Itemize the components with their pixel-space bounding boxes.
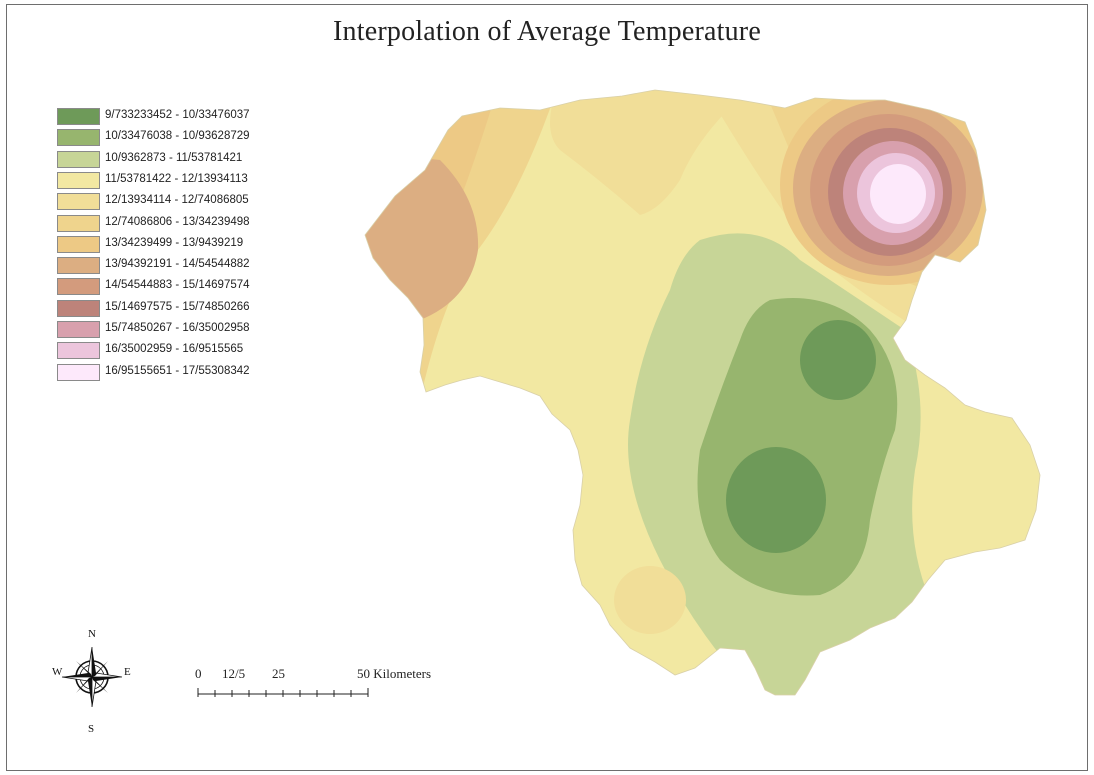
legend-swatch: [57, 129, 100, 147]
north-arrow: N W E S: [50, 628, 140, 738]
legend-swatch: [57, 108, 100, 125]
legend-swatch: [57, 278, 100, 296]
legend-item: 16/95155651 - 17/55308342: [57, 363, 317, 382]
legend-swatch: [57, 321, 100, 338]
compass-e-label: E: [124, 666, 131, 678]
legend-label: 16/35002959 - 16/9515565: [105, 343, 244, 356]
legend-label: 15/74850267 - 16/35002958: [105, 322, 250, 334]
scale-bar: 0 12/5 25 50 Kilometers: [190, 666, 470, 706]
scale-bar-graphic: [197, 688, 369, 697]
legend-label: 11/53781422 - 12/13934113: [105, 172, 248, 185]
legend-swatch: [57, 235, 100, 253]
legend-swatch: [57, 342, 100, 360]
legend-swatch: [57, 363, 100, 381]
compass-w-label: W: [52, 666, 63, 678]
legend-label: 13/34239499 - 13/9439219: [105, 236, 244, 249]
legend-label: 16/95155651 - 17/55308342: [105, 364, 250, 377]
legend-item: 13/34239499 - 13/9439219: [57, 235, 317, 254]
legend-item: 13/94392191 - 14/54544882: [57, 257, 317, 275]
legend-swatch: [57, 257, 100, 275]
legend-label: 9/733233452 - 10/33476037: [105, 109, 250, 121]
legend-item: 15/74850267 - 16/35002958: [57, 321, 317, 339]
map-title: Interpolation of Average Temperature: [333, 16, 761, 47]
legend-item: 10/9362873 - 11/53781421: [57, 150, 317, 169]
legend-item: 15/14697575 - 15/74850266: [57, 299, 317, 318]
legend-label: 10/9362873 - 11/53781421: [105, 151, 243, 164]
legend-swatch: [57, 150, 100, 168]
temperature-surface: [365, 90, 1040, 695]
legend-item: 14/54544883 - 15/14697574: [57, 278, 317, 296]
legend-swatch: [57, 171, 100, 189]
legend-item: 11/53781422 - 12/13934113: [57, 171, 317, 190]
legend-item: 12/74086806 - 13/34239498: [57, 214, 317, 233]
scale-label-12-5: 12/5: [222, 666, 246, 681]
legend-item: 16/35002959 - 16/9515565: [57, 342, 317, 360]
scale-label-50: 50 Kilometers: [357, 666, 432, 681]
legend-label: 12/74086806 - 13/34239498: [105, 215, 250, 228]
scale-label-0: 0: [195, 666, 202, 681]
legend-label: 10/33476038 - 10/93628729: [105, 130, 250, 143]
scale-label-25: 25: [272, 666, 285, 681]
compass-n-label: N: [88, 628, 96, 640]
legend-label: 12/13934114 - 12/74086805: [105, 194, 249, 207]
compass-s-label: S: [88, 723, 95, 735]
compass-rose-icon: [61, 646, 123, 708]
legend-swatch: [57, 193, 100, 211]
legend-item: 9/733233452 - 10/33476037: [57, 108, 317, 126]
legend-swatch: [57, 214, 100, 232]
legend-item: 10/33476038 - 10/93628729: [57, 129, 317, 147]
legend-swatch: [57, 299, 100, 317]
legend-item: 12/13934114 - 12/74086805: [57, 193, 317, 211]
legend-label: 15/14697575 - 15/74850266: [105, 300, 250, 313]
legend-label: 13/94392191 - 14/54544882: [105, 258, 250, 271]
legend-label: 14/54544883 - 15/14697574: [105, 279, 250, 292]
